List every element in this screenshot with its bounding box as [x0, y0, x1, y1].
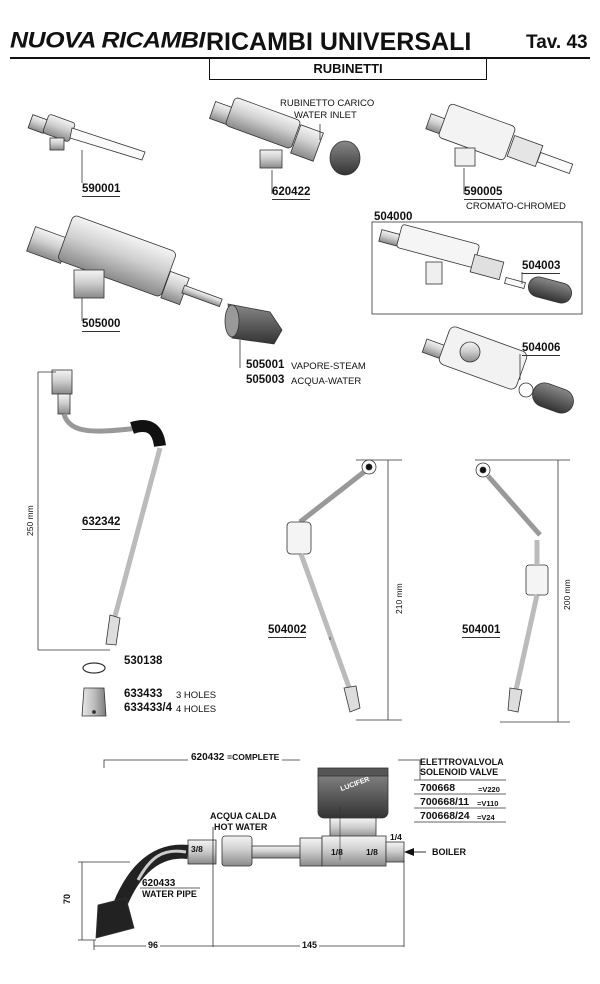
hot-water-en: HOT WATER [214, 822, 268, 832]
part-504002: 504002 [268, 624, 307, 638]
note-620422-it: RUBINETTO CARICO [280, 98, 375, 109]
page-title: RICAMBI UNIVERSALI [206, 28, 472, 56]
knob-505001 [224, 303, 283, 345]
solenoid-title-it: ELETTROVALVOLA [420, 757, 504, 767]
dimension-250: 250 mm [25, 505, 35, 536]
table-number: Tav. 43 [526, 32, 588, 53]
section-title: RUBINETTI [209, 59, 487, 80]
part-504001: 504001 [462, 624, 501, 638]
assembly-code-note: =COMPLETE [227, 752, 280, 762]
valve-590005 [425, 103, 574, 175]
brand-logo: NUOVA RICAMBI [10, 27, 205, 53]
part-505001: 505001 [246, 359, 285, 371]
part-504000: 504000 [374, 211, 413, 223]
valve-620422 [208, 97, 361, 176]
steam-wand-632342 [51, 369, 166, 646]
tip-633433 [81, 687, 107, 717]
valve-504006 [421, 326, 574, 414]
note-620422-en: WATER INLET [294, 110, 357, 121]
assembly-code-number: 620432 [191, 752, 225, 763]
solenoid-700668-24-volt: =V24 [477, 813, 495, 822]
dimension-200: 200 mm [562, 579, 572, 610]
part-504003: 504003 [522, 260, 561, 274]
part-633433: 633433 [124, 688, 163, 700]
ring-530138 [82, 662, 106, 674]
kit-504000-frame [371, 221, 583, 315]
assembly-code: 620432 =COMPLETE [188, 752, 283, 763]
note-633433-4: 4 HOLES [176, 704, 217, 715]
fitting-1-8-a: 1/8 [331, 847, 343, 857]
part-590001: 590001 [82, 183, 121, 197]
solenoid-700668: 700668 [420, 782, 456, 794]
note-620433: WATER PIPE [142, 889, 197, 899]
valve-505000 [26, 215, 223, 308]
fitting-1-4: 1/4 [390, 832, 402, 842]
note-505003: ACQUA-WATER [291, 376, 362, 387]
dimension-70: 70 [62, 893, 72, 904]
solenoid-700668-volt: =V220 [478, 785, 500, 794]
hot-water-it: ACQUA CALDA [210, 811, 277, 821]
fitting-1-8-b: 1/8 [366, 847, 378, 857]
part-504006: 504006 [522, 342, 561, 356]
assembly-620432 [95, 759, 421, 939]
part-505000: 505000 [82, 318, 121, 332]
solenoid-700668-11-volt: =V110 [477, 799, 499, 808]
part-632342: 632342 [82, 516, 121, 530]
solenoid-700668-11: 700668/11 [420, 796, 470, 808]
note-633433: 3 HOLES [176, 690, 217, 701]
part-590005: 590005 [464, 186, 503, 200]
part-505003: 505003 [246, 374, 285, 386]
fitting-3-8: 3/8 [191, 844, 203, 854]
wand-504002 [286, 459, 377, 713]
boiler-label: BOILER [432, 847, 467, 857]
part-620433: 620433 [142, 878, 176, 889]
part-530138: 530138 [124, 655, 163, 667]
part-620422: 620422 [272, 186, 311, 200]
wand-504001 [475, 462, 549, 713]
valve-504000 [378, 224, 572, 304]
dimension-145: 145 [300, 940, 320, 950]
note-505001: VAPORE-STEAM [291, 361, 366, 372]
header-rule [10, 57, 590, 59]
valve-590001 [27, 114, 146, 161]
dimension-96: 96 [146, 940, 161, 950]
solenoid-700668-24: 700668/24 [420, 810, 470, 822]
part-633433-4: 633433/4 [124, 702, 172, 714]
note-590005: CROMATO-CHROMED [466, 201, 566, 212]
solenoid-title-en: SOLENOID VALVE [420, 767, 499, 777]
dimension-210: 210 mm [394, 583, 404, 614]
